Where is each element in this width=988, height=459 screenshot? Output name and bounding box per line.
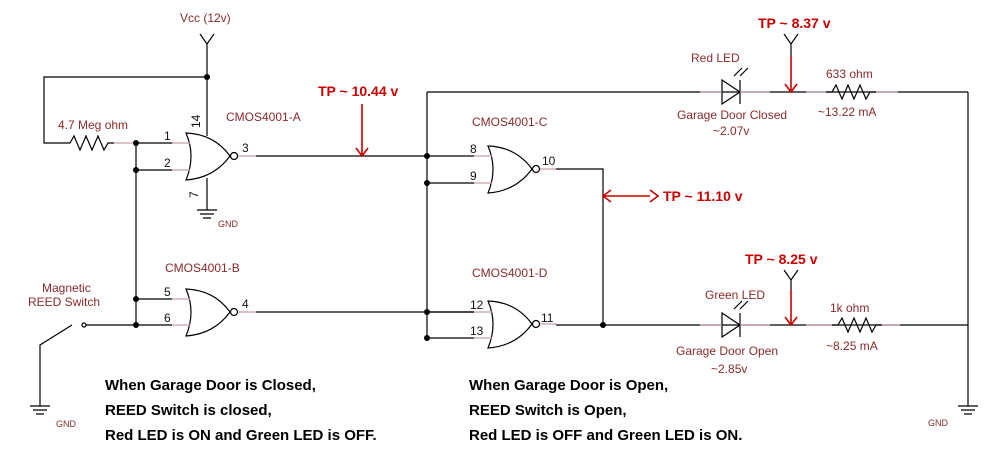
vcc-supply: Vcc (12v) [180,11,231,77]
svg-text:3: 3 [242,141,249,155]
nor-gate-d: CMOS4001-D 12 13 11 [470,266,556,349]
test-point-2: TP ~ 8.37 v [758,15,831,94]
green-led-voltage: ~2.85v [711,362,747,376]
right-gnd-label: GND [928,418,949,428]
right-ground-symbol [958,405,978,415]
resistor-1k-label: 1k ohm [830,301,869,315]
svg-text:9: 9 [470,169,477,183]
resistor-633-label: 633 ohm [826,67,873,81]
svg-text:2: 2 [164,156,171,170]
green-led-label: Green LED [705,288,765,302]
chip-b-label: CMOS4001-B [165,261,240,275]
resistor-633: 633 ohm ~13.22 mA [806,67,898,119]
reed-switch-label-2: REED Switch [28,295,100,309]
svg-text:7: 7 [187,191,201,198]
chip-d-label: CMOS4001-D [472,266,548,280]
reed-switch: Magnetic REED Switch GND [28,281,136,429]
resistor-1k: 1k ohm ~8.25 mA [806,301,900,353]
green-led-caption: Garage Door Open [676,344,778,358]
svg-text:14: 14 [189,114,203,128]
red-led-label: Red LED [691,51,740,65]
svg-text:10: 10 [542,154,556,168]
resistor-4m7-label: 4.7 Meg ohm [58,118,128,132]
chip-gnd-label: GND [218,219,239,229]
svg-text:Red LED is OFF and Green LED i: Red LED is OFF and Green LED is ON. [469,427,742,444]
test-point-3: TP ~ 11.10 v [601,188,743,204]
svg-text:TP ~ 8.25 v: TP ~ 8.25 v [745,251,818,267]
left-ground-symbol [30,405,50,415]
resistor-633-current: ~13.22 mA [818,105,876,119]
test-point-4: TP ~ 8.25 v [745,251,818,327]
red-led-light-arrows [733,67,749,77]
svg-text:REED Switch is closed,: REED Switch is closed, [105,402,272,419]
resistor-1k-current: ~8.25 mA [826,339,878,353]
svg-text:TP ~ 10.44 v: TP ~ 10.44 v [318,83,399,99]
svg-text:1: 1 [164,129,171,143]
gate-c-output-wire [556,168,604,325]
vcc-label: Vcc (12v) [180,11,231,25]
nor-gate-c: CMOS4001-C 8 9 10 [470,115,556,194]
test-point-1: TP ~ 10.44 v [318,83,399,158]
vcc-antenna-symbol [199,33,215,77]
svg-text:12: 12 [470,298,484,312]
svg-text:TP ~ 8.37 v: TP ~ 8.37 v [758,15,831,31]
vcc-feedback-wire [43,76,207,144]
svg-text:TP ~ 11.10 v: TP ~ 11.10 v [663,188,743,204]
left-gnd-label: GND [56,419,77,429]
chip-ground-symbol [197,209,217,219]
red-led: Red LED Garage Door Closed ~2.07v [677,51,787,138]
svg-text:8: 8 [470,142,477,156]
svg-text:When Garage Door is Open,: When Garage Door is Open, [469,377,668,394]
green-led-light-arrows [733,300,749,310]
svg-text:Red LED is ON and Green LED is: Red LED is ON and Green LED is OFF. [105,427,377,444]
svg-text:REED Switch is Open,: REED Switch is Open, [469,402,627,419]
nor-gate-b: CMOS4001-B 5 6 4 [136,261,256,337]
resistor-4m7-zigzag [62,134,114,152]
svg-text:5: 5 [164,285,171,299]
chip-a-label: CMOS4001-A [226,110,301,124]
vcc-junction-dot [204,74,210,80]
red-led-caption: Garage Door Closed [677,108,787,122]
red-led-voltage: ~2.07v [713,124,749,138]
chip-c-label: CMOS4001-C [472,115,548,129]
svg-text:When Garage Door is Closed,: When Garage Door is Closed, [105,377,316,394]
note-open: When Garage Door is Open, REED Switch is… [469,377,742,444]
svg-text:11: 11 [541,311,554,325]
green-led: Green LED Garage Door Open ~2.85v [676,288,778,376]
resistor-4m7: 4.7 Meg ohm [58,118,136,152]
svg-text:13: 13 [470,324,484,338]
reed-switch-label-1: Magnetic [42,281,91,295]
note-closed: When Garage Door is Closed, REED Switch … [105,377,377,444]
svg-text:6: 6 [164,311,171,325]
svg-text:4: 4 [242,297,249,311]
nor-gate-a: CMOS4001-A 1 2 3 14 7 GND [164,110,301,229]
